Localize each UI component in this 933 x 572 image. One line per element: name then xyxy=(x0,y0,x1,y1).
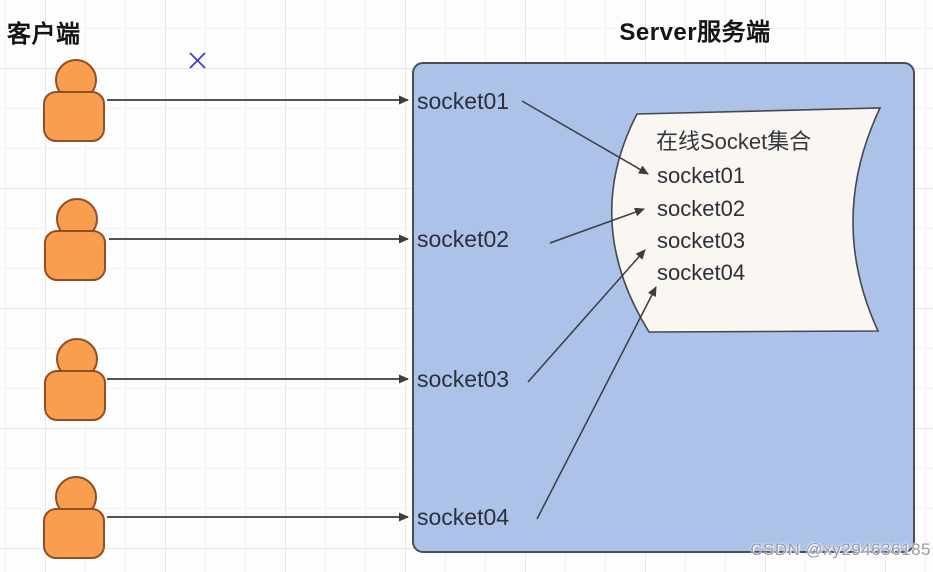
user-torso xyxy=(44,370,106,421)
server-side-title: Server服务端 xyxy=(619,19,771,46)
client-user-icon xyxy=(44,198,106,294)
collection-item: socket02 xyxy=(657,196,746,221)
user-torso xyxy=(44,230,106,281)
socket-label: socket04 xyxy=(417,504,510,530)
user-torso xyxy=(43,91,105,142)
client-side-title: 客户端 xyxy=(7,21,81,48)
collection-item: socket04 xyxy=(657,260,746,285)
client-user-icon xyxy=(43,59,105,155)
user-torso xyxy=(43,508,105,559)
socket-label: socket01 xyxy=(417,88,510,114)
cross-mark-icon xyxy=(189,52,206,69)
collection-item: socket03 xyxy=(657,228,746,253)
client-user-icon xyxy=(44,338,106,434)
socket-label: socket02 xyxy=(417,226,510,252)
socket-label: socket03 xyxy=(417,366,510,392)
collection-title: 在线Socket集合 xyxy=(656,129,812,154)
collection-item: socket01 xyxy=(657,163,746,188)
client-user-icon xyxy=(43,476,105,572)
watermark: CSDN @xy294636185 xyxy=(750,540,931,559)
